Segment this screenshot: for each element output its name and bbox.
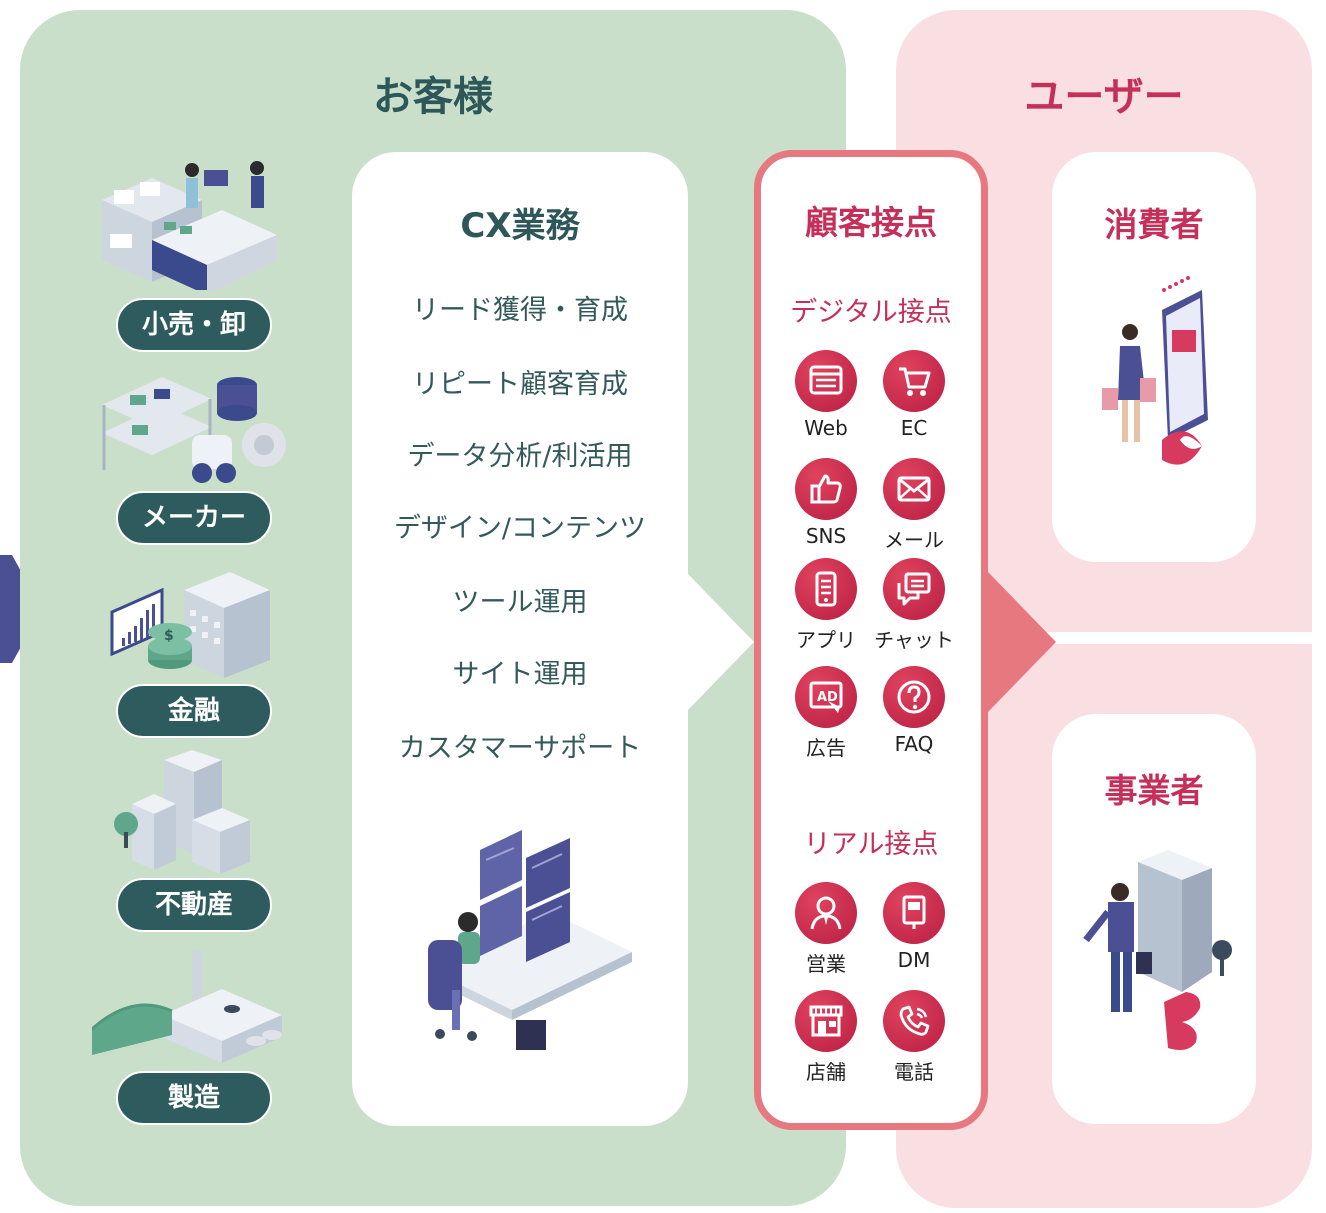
ad-icon: AD bbox=[809, 681, 843, 713]
industry-label: 小売・卸 bbox=[116, 298, 272, 352]
envelope-icon bbox=[897, 476, 931, 502]
cx-task-item: ツール運用 bbox=[452, 587, 588, 618]
touchpoint-label: 店舗 bbox=[806, 1060, 846, 1084]
real-touchpoint-title: リアル接点 bbox=[803, 829, 939, 860]
touchpoint-faq: FAQ bbox=[864, 666, 964, 776]
touchpoint-to-user-arrow bbox=[988, 572, 1056, 712]
touchpoint-label: メール bbox=[884, 528, 944, 552]
business-label: 事業者 bbox=[1104, 771, 1204, 810]
cx-to-touchpoint-arrow bbox=[686, 572, 754, 712]
user-title: ユーザー bbox=[1024, 74, 1184, 120]
touchpoint-ec: EC bbox=[864, 350, 964, 460]
digital-touchpoint-title: デジタル接点 bbox=[790, 297, 952, 328]
phone-icon bbox=[899, 1005, 930, 1036]
businessman-illustration bbox=[1083, 850, 1232, 1050]
touchpoint-app: アプリ bbox=[776, 558, 876, 668]
touchpoint-label: FAQ bbox=[894, 732, 934, 756]
real-estate-buildings-illustration bbox=[114, 750, 250, 874]
question-icon bbox=[897, 680, 931, 714]
cx-task-item: サイト運用 bbox=[452, 659, 588, 690]
touchpoint-label: Web bbox=[804, 416, 848, 440]
cx-work-title: CX業務 bbox=[460, 206, 580, 246]
cx-task-item: リピート顧客育成 bbox=[412, 369, 628, 400]
industry-label: メーカー bbox=[116, 491, 272, 545]
touchpoint-phone: 電話 bbox=[864, 990, 964, 1100]
industry-manufacturer: メーカー bbox=[92, 355, 292, 545]
industry-finance: $ 金融 bbox=[92, 560, 292, 750]
cx-task-item: デザイン/コンテンツ bbox=[393, 513, 647, 544]
cx-task-item: データ分析/利活用 bbox=[407, 441, 633, 472]
customer-title: お客様 bbox=[373, 74, 493, 120]
salesperson-icon bbox=[810, 896, 842, 930]
touchpoint-label: 電話 bbox=[894, 1060, 934, 1084]
svg-text:AD: AD bbox=[817, 690, 838, 705]
direct-mail-icon bbox=[902, 895, 926, 929]
touchpoint-label: SNS bbox=[805, 524, 847, 548]
smartphone-icon bbox=[815, 571, 837, 607]
web-browser-icon bbox=[809, 365, 843, 395]
shopping-woman-illustration bbox=[1102, 276, 1208, 465]
svg-text:$: $ bbox=[164, 628, 174, 644]
cx-task-item: リード獲得・育成 bbox=[412, 295, 628, 326]
industry-real-estate: 不動産 bbox=[92, 750, 292, 940]
industry-label: 不動産 bbox=[116, 878, 272, 932]
shopping-cart-icon bbox=[899, 367, 931, 396]
touchpoint-store: 店舗 bbox=[776, 990, 876, 1100]
operator-workstation-illustration bbox=[428, 830, 632, 1050]
touchpoint-label: EC bbox=[900, 416, 928, 440]
storefront-icon bbox=[809, 1005, 843, 1037]
cx-task-item: カスタマーサポート bbox=[398, 733, 642, 764]
touchpoint-label: チャット bbox=[874, 628, 954, 652]
finance-chart-coins-illustration: $ bbox=[110, 572, 270, 678]
touchpoint-sns: SNS bbox=[776, 458, 876, 568]
touchpoint-ad: AD 広告 bbox=[776, 666, 876, 776]
touchpoint-title: 顧客接点 bbox=[805, 203, 937, 242]
touchpoint-card bbox=[754, 150, 988, 1130]
industry-label: 製造 bbox=[116, 1071, 272, 1125]
industry-label: 金融 bbox=[116, 684, 272, 738]
thumbs-up-icon bbox=[810, 474, 842, 504]
touchpoint-label: アプリ bbox=[796, 628, 856, 652]
touchpoint-label: 営業 bbox=[806, 952, 846, 976]
touchpoint-mail: メール bbox=[864, 458, 964, 568]
retail-store-illustration bbox=[102, 161, 277, 290]
chat-bubble-icon bbox=[897, 572, 931, 606]
industry-manufacturing: 製造 bbox=[92, 945, 292, 1135]
touchpoint-chat: チャット bbox=[864, 558, 964, 668]
touchpoint-dm: DM bbox=[864, 882, 964, 992]
consumer-card bbox=[1052, 152, 1256, 562]
factory-illustration bbox=[92, 951, 282, 1063]
touchpoint-label: DM bbox=[897, 948, 931, 972]
industry-retail: 小売・卸 bbox=[92, 160, 292, 352]
touchpoint-web: Web bbox=[776, 350, 876, 460]
touchpoint-sales: 営業 bbox=[776, 882, 876, 992]
manufacturer-robot-illustration bbox=[102, 377, 286, 483]
touchpoint-label: 広告 bbox=[806, 736, 846, 760]
consumer-label: 消費者 bbox=[1104, 205, 1204, 244]
